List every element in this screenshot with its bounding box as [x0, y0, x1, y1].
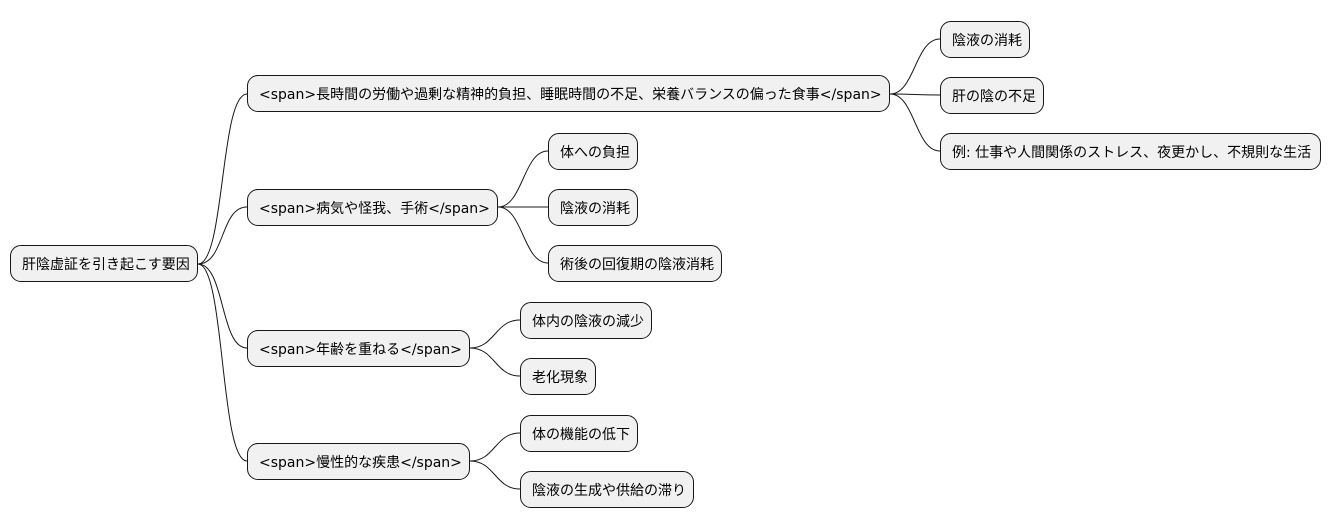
connector-branch-0-child-1: [889, 93, 941, 96]
leaf-node-0-2: 例: 仕事や人間関係のストレス、夜更かし、不規則な生活: [940, 133, 1321, 170]
leaf-node-1-0: 体への負担: [548, 133, 638, 170]
connector-branch-2-child-1: [469, 347, 521, 377]
branch-node-0: <span>長時間の労働や過剰な精神的負担、睡眠時間の不足、栄養バランスの偏った…: [247, 75, 890, 112]
leaf-node-1-2: 術後の回復期の陰液消耗: [548, 245, 722, 282]
root-node: 肝陰虚証を引き起こす要因: [10, 245, 198, 282]
connector-branch-1-child-0: [497, 150, 549, 208]
leaf-node-0-0: 陰液の消耗: [940, 21, 1030, 58]
connector-branch-3-child-1: [469, 460, 521, 490]
branch-node-2: <span>年齢を重ねる</span>: [247, 330, 470, 367]
connector-root-branch-1: [197, 206, 248, 265]
connector-branch-2-child-0: [469, 319, 521, 349]
leaf-node-1-1: 陰液の消耗: [548, 189, 638, 226]
branch-node-3: <span>慢性的な疾患</span>: [247, 443, 470, 480]
connector-root-branch-2: [197, 263, 248, 349]
connector-branch-0-child-0: [889, 38, 941, 95]
connector-branch-3-child-0: [469, 432, 521, 462]
branch-node-1: <span>病気や怪我、手術</span>: [247, 189, 498, 226]
leaf-node-2-0: 体内の陰液の減少: [520, 302, 652, 339]
leaf-node-3-0: 体の機能の低下: [520, 415, 638, 452]
leaf-node-2-1: 老化現象: [520, 358, 596, 395]
connector-branch-1-child-2: [497, 206, 549, 264]
connector-root-branch-0: [197, 93, 248, 265]
leaf-node-3-1: 陰液の生成や供給の滞り: [520, 471, 694, 508]
connector-branch-0-child-2: [889, 93, 941, 152]
connector-root-branch-3: [197, 263, 248, 462]
leaf-node-0-1: 肝の陰の不足: [940, 77, 1044, 114]
